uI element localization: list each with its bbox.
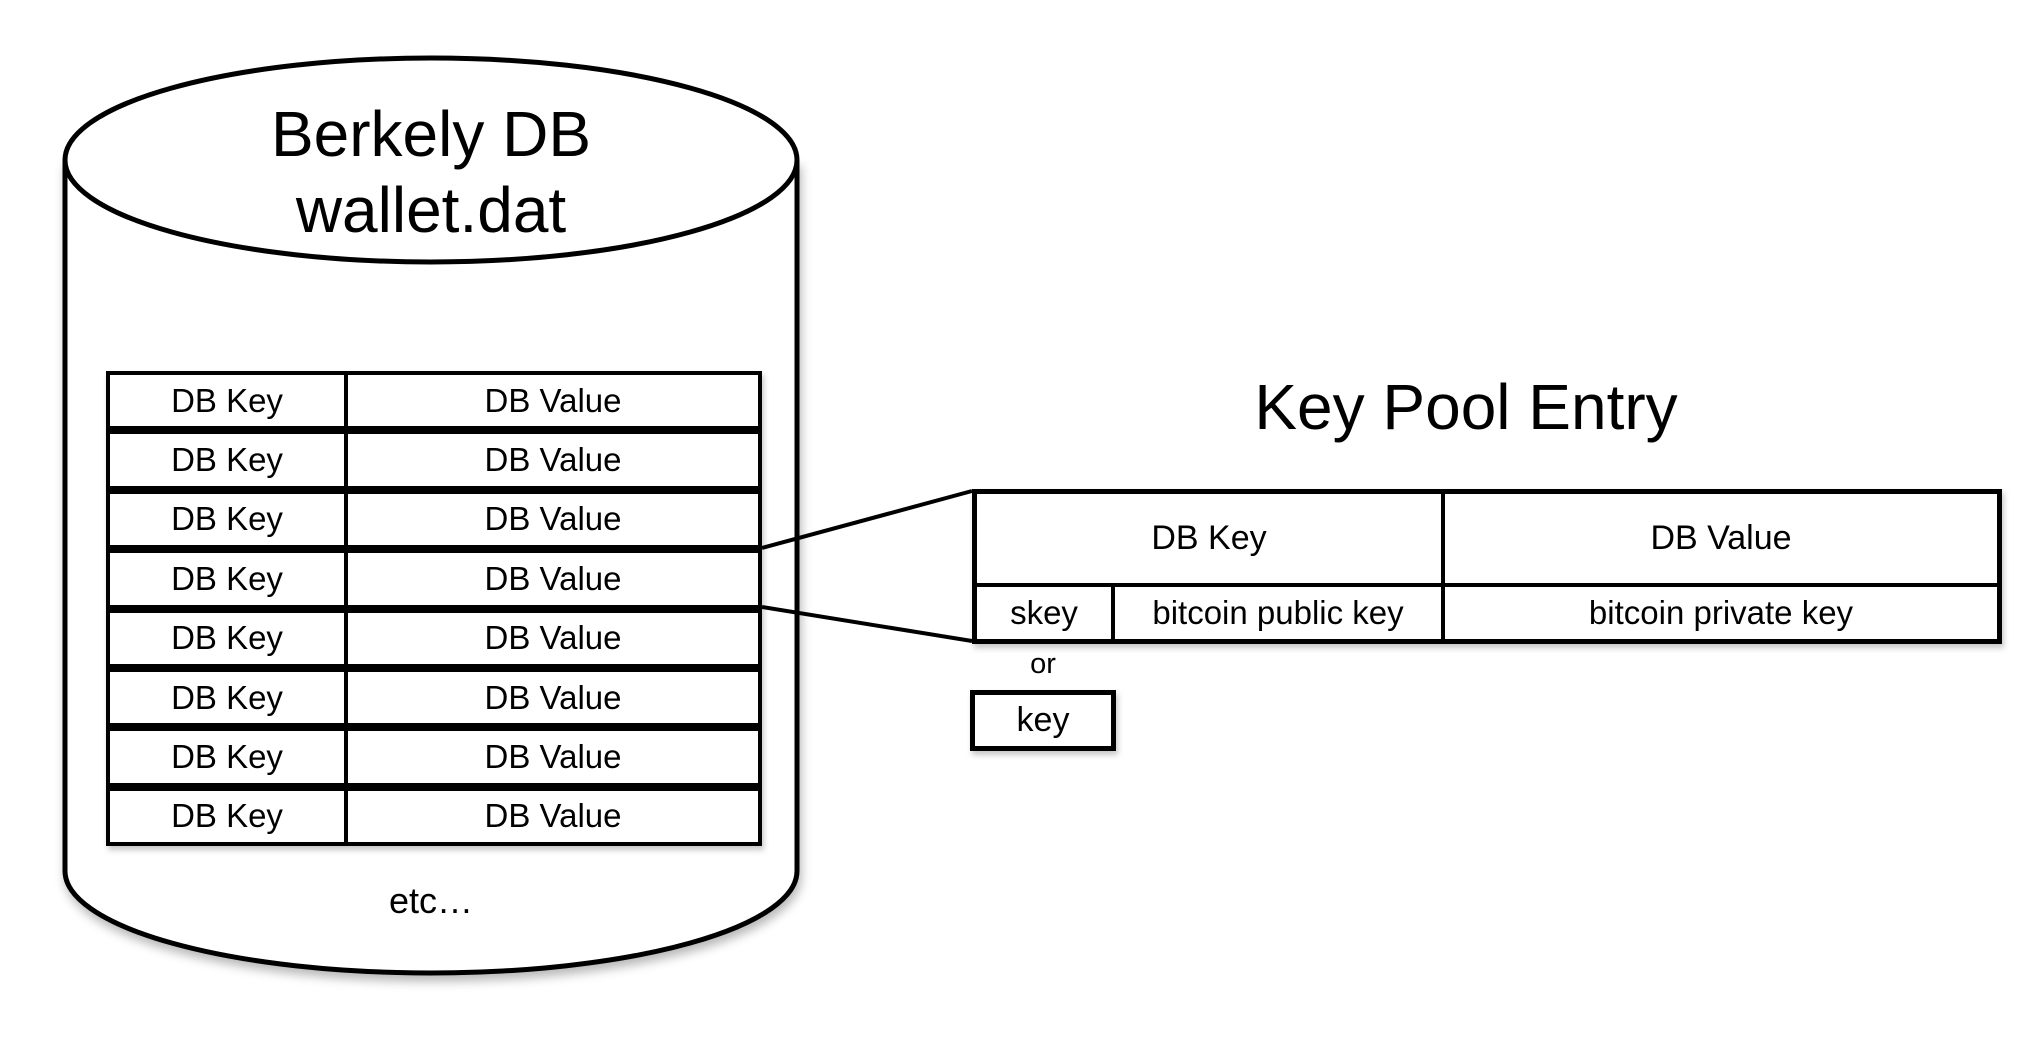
wallet-table: DB Key DB Value DB Key DB Value DB Key D… (106, 371, 762, 847)
connector-line-upper (761, 489, 973, 550)
table-row: DB Key DB Value (106, 727, 762, 787)
db-value-cell: DB Value (484, 381, 622, 419)
table-row: DB Key DB Value (106, 786, 762, 847)
table-row: DB Key DB Value (106, 489, 762, 550)
cylinder-title-line1: Berkely DB (270, 98, 592, 170)
db-key-cell: DB Key (110, 731, 348, 783)
db-value-cell: DB Value (484, 678, 622, 716)
connector-line-lower (761, 605, 973, 643)
etc-label: etc… (388, 880, 474, 921)
db-value-cell: DB Value (484, 738, 622, 776)
header-db-value-cell: DB Value (1445, 494, 1997, 587)
wallet-cylinder-top-ellipse (62, 55, 800, 265)
key-box-label: key (1016, 701, 1070, 739)
db-value-cell: DB Value (484, 441, 622, 479)
db-key-cell: DB Key (110, 375, 348, 427)
db-value-cell: DB Value (484, 797, 622, 835)
table-row: DB Key DB Value (106, 549, 762, 609)
cylinder-title-line2: wallet.dat (295, 174, 567, 246)
skey-cell: skey (977, 587, 1115, 639)
db-key-cell: DB Key (110, 553, 348, 605)
db-value-cell: DB Value (484, 619, 622, 657)
key-pool-table: DB Key DB Value skey bitcoin public key … (972, 489, 2002, 644)
key-box: key (970, 690, 1116, 751)
db-key-cell: DB Key (110, 612, 348, 664)
key-pool-title: Key Pool Entry (1254, 371, 1678, 443)
db-key-cell: DB Key (110, 493, 348, 546)
bitcoin-private-key-cell: bitcoin private key (1445, 587, 1997, 639)
table-row: DB Key DB Value (106, 667, 762, 728)
db-value-cell: DB Value (484, 559, 622, 597)
db-value-cell: DB Value (484, 500, 622, 538)
db-key-cell: DB Key (110, 790, 348, 843)
or-label: or (1030, 648, 1056, 680)
bitcoin-public-key-cell: bitcoin public key (1115, 587, 1445, 639)
header-db-key-cell: DB Key (977, 494, 1445, 587)
table-row: DB Key DB Value (106, 608, 762, 668)
table-row: DB Key DB Value (106, 430, 762, 490)
cylinder-title: Berkely DB wallet.dat (62, 96, 800, 248)
db-key-cell: DB Key (110, 434, 348, 486)
db-key-cell: DB Key (110, 671, 348, 724)
table-row: DB Key DB Value (106, 371, 762, 431)
